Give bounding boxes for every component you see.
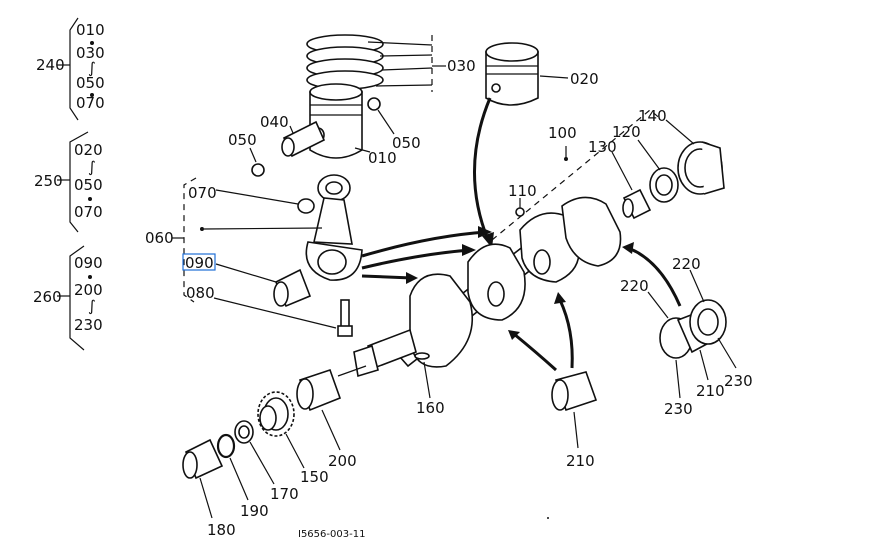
callout-090: 090 [185,254,214,272]
callout-120: 120 [612,123,641,141]
piston-rings [306,34,384,90]
callout-050-right: 050 [392,134,421,152]
rod-bearing [273,268,312,308]
woodruff-key [414,352,430,360]
callout-050-left: 050 [228,131,257,149]
callout-220-left: 220 [620,277,649,295]
callout-150: 150 [300,468,329,486]
group-250-item: 050 [74,176,103,194]
svg-text:∫: ∫ [88,158,96,176]
group-250-item: 070 [74,203,103,221]
svg-text:∫: ∫ [88,297,96,315]
callout-210-bottom: 210 [566,452,595,470]
callout-200: 200 [328,452,357,470]
crankshaft [353,196,622,378]
callout-230-right: 230 [724,372,753,390]
main-bearing-210 [551,371,598,412]
group-250-code: 250 [34,172,63,190]
group-260-item: 090 [74,254,103,272]
group-260-code: 260 [33,288,62,306]
piston [485,42,539,106]
bearing-120 [649,167,679,203]
oil-seal-140 [677,141,725,195]
group-240-item: 010 [76,21,105,39]
callout-180: 180 [207,521,236,539]
callout-100: 100 [548,124,577,142]
group-240-item: 030 [76,44,105,62]
callout-110: 110 [508,182,537,200]
callout-010: 010 [368,149,397,167]
callout-020: 020 [570,70,599,88]
dowel-pin [515,207,525,217]
group-260-item: 200 [74,281,103,299]
drawing-number: I5656-003-11 [298,529,365,540]
group-240: 240 010 030 ∫ 050 070 [36,17,105,121]
thrust-bearing-assembly [659,299,727,359]
callout-190: 190 [240,502,269,520]
callout-070: 070 [188,184,217,202]
group-260-item: 230 [74,316,103,334]
circlip-right [367,97,381,111]
piston-assembly [309,83,363,159]
callout-220-right: 220 [672,255,701,273]
circlip-left [251,163,265,177]
callout-170: 170 [270,485,299,503]
group-240-item: 070 [76,94,105,112]
group-250-item: 020 [74,141,103,159]
o-ring-190 [216,433,236,459]
callout-160: 160 [416,399,445,417]
svg-text:∫: ∫ [88,59,96,77]
callout-140: 140 [638,107,667,125]
main-bearing-200 [296,368,342,412]
callout-030: 030 [447,57,476,75]
group-240-item: 050 [76,74,105,92]
callout-060: 060 [145,229,174,247]
group-240-code: 240 [36,56,65,74]
group-250: 250 020 ∫ 050 070 [34,131,103,233]
callout-080: 080 [186,284,215,302]
callout-230-left: 230 [664,400,693,418]
callout-130: 130 [588,138,617,156]
rod-bolt [337,299,353,337]
group-260: 260 090 200 ∫ 230 [33,245,103,351]
sleeve-180 [182,438,224,480]
piston-pin [281,120,326,158]
callout-090-highlight [182,253,216,271]
bush-130 [622,188,652,220]
connecting-rod [305,174,363,281]
callout-210-right: 210 [696,382,725,400]
callout-040: 040 [260,113,289,131]
crank-gear-150 [257,391,295,437]
small-end-bush [297,198,315,214]
